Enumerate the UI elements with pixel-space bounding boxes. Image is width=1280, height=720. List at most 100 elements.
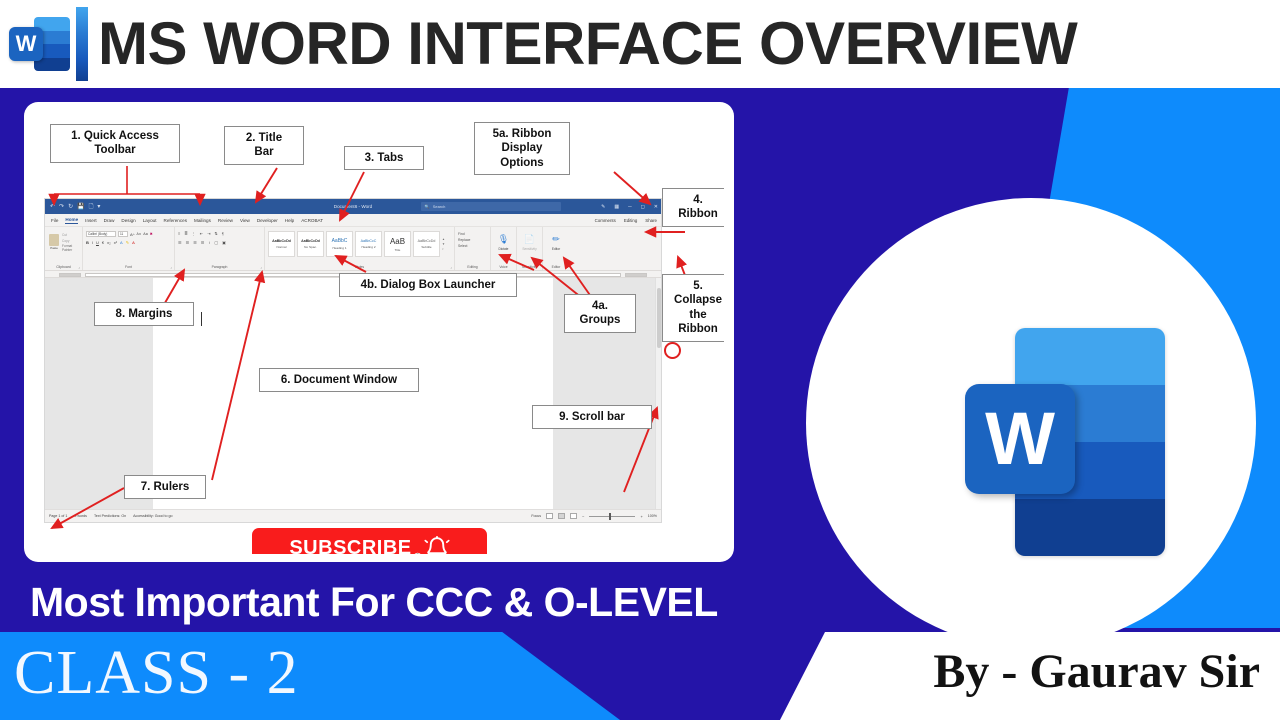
tab-file[interactable]: File: [51, 217, 59, 223]
window-controls[interactable]: ✎ ▦ ─ ◻ ✕: [601, 204, 658, 210]
style-title[interactable]: AaB Title: [384, 231, 411, 257]
sort-icon[interactable]: ⇅: [214, 231, 218, 236]
style-normal[interactable]: AaBbCcDd Normal: [268, 231, 295, 257]
status-page[interactable]: Page 1 of 1: [49, 514, 68, 518]
group-clipboard[interactable]: Paste Cut Copy Format Painter Clipboard …: [45, 227, 83, 270]
comments-button[interactable]: Comments: [594, 217, 616, 223]
font-name-box[interactable]: Calibri (Body): [86, 231, 116, 237]
tab-layout[interactable]: Layout: [142, 217, 157, 223]
minimize-icon[interactable]: ─: [628, 203, 632, 210]
tab-acrobat[interactable]: ACROBAT: [301, 217, 324, 223]
ribbon[interactable]: Paste Cut Copy Format Painter Clipboard …: [45, 227, 661, 271]
customize-qat-icon[interactable]: ▾: [97, 204, 101, 210]
numbering-icon[interactable]: ≣: [184, 231, 188, 236]
tab-draw[interactable]: Draw: [103, 217, 115, 223]
ribbon-display-options-icon[interactable]: ▦: [614, 203, 620, 210]
document-page[interactable]: [153, 278, 553, 509]
align-right-icon[interactable]: ☰: [193, 240, 197, 245]
underline-icon[interactable]: U: [96, 240, 99, 245]
scrollbar-thumb[interactable]: [657, 288, 661, 348]
justify-icon[interactable]: ☰: [200, 240, 205, 245]
shrink-font-icon[interactable]: A∨: [136, 232, 142, 236]
group-voice[interactable]: 🎙 Dictate Voice: [491, 227, 517, 270]
text-highlight-color-icon[interactable]: ✎: [125, 240, 130, 245]
center-icon[interactable]: ☰: [185, 240, 190, 245]
find-button[interactable]: Find: [458, 232, 465, 236]
multilevel-list-icon[interactable]: ⋮: [191, 231, 196, 236]
grow-font-icon[interactable]: A^: [130, 231, 135, 237]
restore-icon[interactable]: ◻: [640, 203, 645, 210]
styles-scroll-up-icon[interactable]: ▲: [442, 237, 445, 241]
dialog-launcher-styles[interactable]: ⌟: [450, 265, 452, 269]
group-paragraph[interactable]: ≡ ≣ ⋮ ⇤ ⇥ ⇅ ¶ ☰ ☰ ☰ ☰: [175, 227, 265, 270]
status-words[interactable]: 0 words: [74, 514, 87, 518]
tab-developer[interactable]: Developer: [256, 217, 278, 223]
tab-insert[interactable]: Insert: [85, 217, 97, 223]
style-heading-1[interactable]: AaBbC Heading 1: [326, 231, 353, 257]
change-case-icon[interactable]: Aa: [143, 232, 148, 236]
tab-mailings[interactable]: Mailings: [194, 217, 211, 223]
save-icon[interactable]: 💾: [77, 204, 85, 210]
style-heading-2[interactable]: AaBbCcC Heading 2: [355, 231, 382, 257]
group-font[interactable]: Calibri (Body) 11 A^ A∨ Aa ✖ B I U €: [83, 227, 175, 270]
subscribe-button[interactable]: SUBSCRIBE: [252, 528, 487, 554]
zoom-slider[interactable]: [589, 512, 636, 520]
search-box[interactable]: 🔍 Search: [420, 202, 561, 211]
style-no-spacing[interactable]: AaBbCcDd No Spac.: [297, 231, 324, 257]
copy-button[interactable]: Copy: [62, 238, 70, 243]
group-styles[interactable]: AaBbCcDd Normal AaBbCcDd No Spac. AaBbC …: [265, 227, 455, 270]
tab-references[interactable]: References: [163, 217, 188, 223]
select-button[interactable]: Select: [458, 244, 468, 248]
view-button-print-layout[interactable]: [558, 513, 566, 519]
zoom-out-button[interactable]: −: [582, 513, 585, 519]
font-size-box[interactable]: 11: [118, 231, 128, 237]
increase-indent-icon[interactable]: ⇥: [207, 231, 211, 236]
pen-icon[interactable]: ✎: [601, 203, 606, 210]
status-accessibility[interactable]: Accessibility: Good to go: [133, 514, 173, 518]
redo-icon[interactable]: ↷: [59, 204, 65, 210]
view-button-read-mode[interactable]: [546, 513, 554, 519]
paste-button[interactable]: Paste: [48, 231, 60, 252]
quick-access-toolbar[interactable]: ↶ ↷ ↻ 💾 🗋 ▾: [50, 202, 100, 212]
tab-view[interactable]: View: [239, 217, 250, 223]
dialog-launcher-paragraph[interactable]: ⌟: [260, 265, 262, 269]
close-icon[interactable]: ✕: [653, 203, 658, 210]
cut-button[interactable]: Cut: [62, 233, 68, 237]
share-button[interactable]: Share: [645, 217, 657, 223]
vertical-scrollbar[interactable]: [655, 278, 661, 509]
font-color-icon[interactable]: A: [132, 240, 135, 245]
superscript-icon[interactable]: x²: [113, 240, 118, 245]
undo-icon[interactable]: ↶: [50, 204, 56, 210]
tab-design[interactable]: Design: [121, 217, 136, 223]
line-spacing-icon[interactable]: ↕: [208, 240, 211, 245]
new-doc-icon[interactable]: 🗋: [88, 203, 94, 210]
refresh-icon[interactable]: ↻: [68, 204, 74, 210]
borders-icon[interactable]: ▣: [222, 240, 226, 245]
status-bar-right[interactable]: Focus − + 100%: [531, 512, 657, 520]
editor-icon[interactable]: ✏: [552, 234, 560, 244]
format-painter-button[interactable]: Format Painter: [62, 244, 73, 252]
styles-more-icon[interactable]: ▿: [442, 247, 444, 251]
group-editor[interactable]: ✏ Editor Editor: [543, 227, 569, 270]
bold-icon[interactable]: B: [86, 240, 89, 245]
tab-help[interactable]: Help: [284, 217, 295, 223]
decrease-indent-icon[interactable]: ⇤: [199, 231, 204, 236]
styles-scroll-down-icon[interactable]: ▼: [442, 242, 445, 246]
tab-review[interactable]: Review: [217, 217, 233, 223]
dialog-launcher-clipboard[interactable]: ⌟: [78, 265, 80, 269]
italic-icon[interactable]: I: [91, 240, 94, 245]
zoom-level-label[interactable]: 100%: [647, 514, 657, 518]
replace-button[interactable]: Replace: [458, 238, 471, 242]
sensitivity-icon[interactable]: 📄: [523, 234, 536, 244]
shading-icon[interactable]: ▢: [214, 240, 219, 245]
subscript-icon[interactable]: x₂: [107, 240, 111, 245]
tab-home[interactable]: Home: [65, 216, 79, 224]
group-sensitivity[interactable]: 📄 Sensitivity Sensitivity: [517, 227, 543, 270]
zoom-in-button[interactable]: +: [640, 513, 643, 519]
style-subtitle[interactable]: AaBbCcDd Subtitle: [413, 231, 440, 257]
clear-formatting-icon[interactable]: ✖: [149, 232, 153, 236]
ribbon-right-actions[interactable]: Comments Editing Share: [595, 218, 657, 223]
text-effects-icon[interactable]: A: [120, 240, 123, 245]
strikethrough-icon[interactable]: €: [101, 240, 105, 245]
group-editing[interactable]: Find Replace Select Editing: [455, 227, 491, 270]
